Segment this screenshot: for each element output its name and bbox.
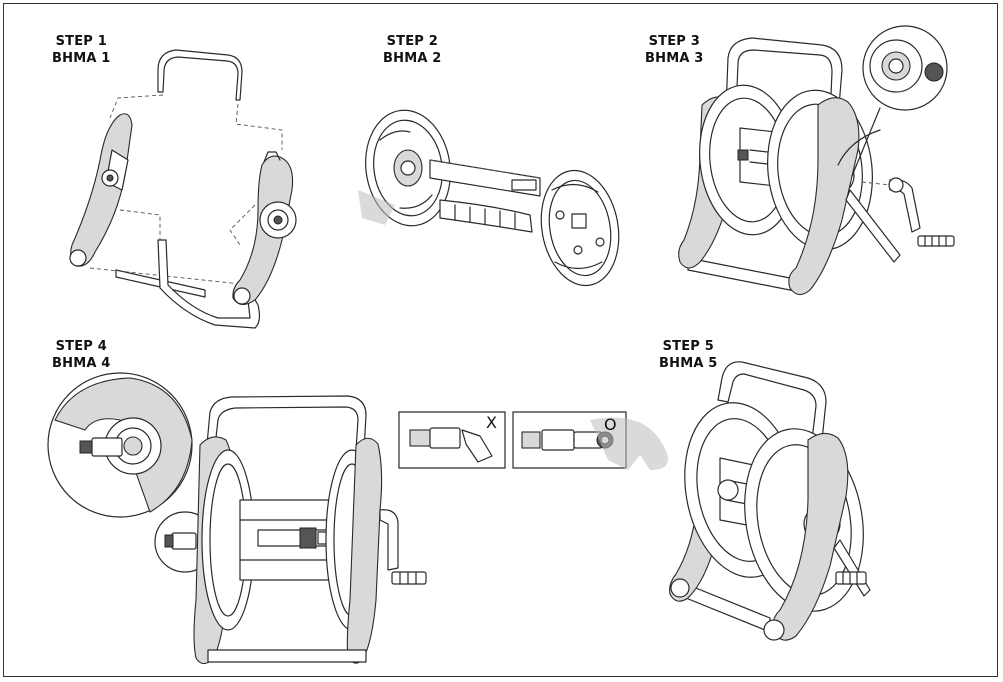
step-4-title: STEP 4 bbox=[55, 339, 107, 354]
step-5-subtitle: BHMA 5 bbox=[659, 356, 718, 371]
step-5-label: STEP 5 BHMA 5 bbox=[659, 338, 718, 372]
step-3-title: STEP 3 bbox=[648, 34, 700, 49]
step-1-subtitle: BHMA 1 bbox=[52, 51, 111, 66]
step-2-subtitle: BHMA 2 bbox=[383, 51, 442, 66]
step-1-title: STEP 1 bbox=[55, 34, 107, 49]
step-3-subtitle: BHMA 3 bbox=[645, 51, 704, 66]
step-5-illustration bbox=[669, 361, 871, 641]
step-1-illustration bbox=[69, 49, 297, 329]
step-2-illustration bbox=[358, 109, 620, 287]
step-5-title: STEP 5 bbox=[662, 339, 714, 354]
step-2-label: STEP 2 BHMA 2 bbox=[383, 33, 442, 67]
step-3-illustration bbox=[678, 25, 955, 296]
step-4-label: STEP 4 BHMA 4 bbox=[52, 338, 111, 372]
step-4-subtitle: BHMA 4 bbox=[52, 356, 111, 371]
step-4-illustration bbox=[47, 372, 668, 665]
step-2-title: STEP 2 bbox=[386, 34, 438, 49]
correct-connection-mark: O bbox=[604, 415, 617, 434]
step-3-label: STEP 3 BHMA 3 bbox=[645, 33, 704, 67]
wrong-connection-mark: X bbox=[486, 413, 497, 432]
step-1-label: STEP 1 BHMA 1 bbox=[52, 33, 111, 67]
